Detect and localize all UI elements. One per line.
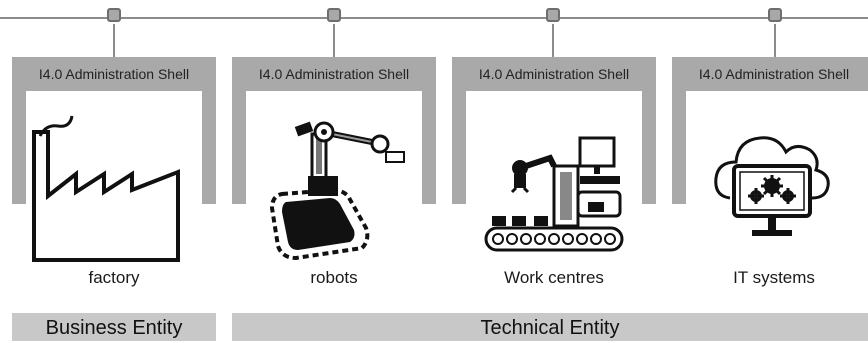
entity-label-work-centres: Work centres — [504, 268, 604, 287]
bus-connector-node — [107, 8, 121, 22]
entity-label-it-systems: IT systems — [733, 268, 815, 287]
shell-title: I4.0 Administration Shell — [258, 66, 410, 82]
bus-connector-node — [768, 8, 782, 22]
it-systems-icon — [714, 136, 830, 236]
bus-stem-line — [552, 24, 554, 57]
bus-stem-line — [774, 24, 776, 57]
entity-label-robots: robots — [310, 268, 358, 287]
shell-title: I4.0 Administration Shell — [478, 66, 630, 82]
entity-label-factory: factory — [88, 268, 140, 287]
shell-title: I4.0 Administration Shell — [698, 66, 850, 82]
bus-connector-node — [327, 8, 341, 22]
robot-icon — [269, 121, 405, 261]
bus-stem-line — [113, 24, 115, 57]
network-bus-line — [0, 17, 868, 19]
bus-connector-node — [546, 8, 560, 22]
shell-title: I4.0 Administration Shell — [38, 66, 190, 82]
factory-icon — [32, 115, 180, 262]
business-entity-bar: Business Entity — [12, 313, 216, 341]
bus-stem-line — [333, 24, 335, 57]
administration-shell-robots: I4.0 Administration Shell — [232, 57, 436, 204]
technical-entity-bar: Technical Entity — [232, 313, 868, 341]
work-centre-icon — [484, 136, 624, 252]
